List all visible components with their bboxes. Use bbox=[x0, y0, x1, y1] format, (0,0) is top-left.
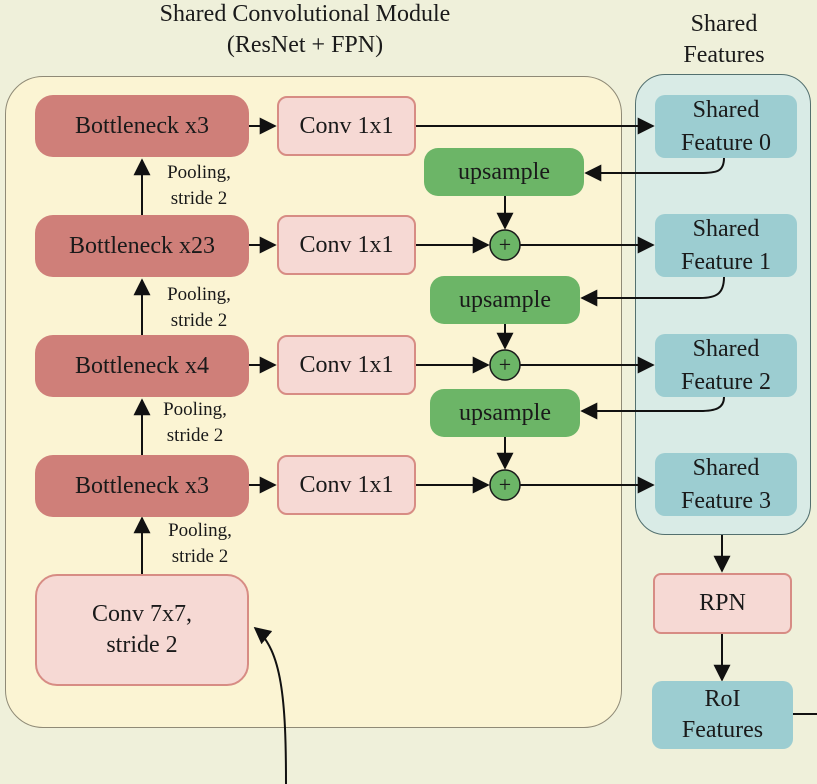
roi-features-line-1: RoI bbox=[704, 685, 741, 712]
bottleneck-3: Bottleneck x3 bbox=[35, 455, 249, 517]
shared-features-title: Shared Features bbox=[654, 9, 794, 71]
arrow-feature1-up1 bbox=[580, 276, 725, 307]
rpn: RPN bbox=[653, 573, 792, 634]
conv1x1-2: Conv 1x1 bbox=[277, 335, 416, 395]
shared-feature-0: Shared Feature 0 bbox=[655, 95, 797, 158]
pooling-label-4-line-2: stride 2 bbox=[171, 545, 229, 567]
conv1x1-1: Conv 1x1 bbox=[277, 215, 416, 275]
pooling-label-1: Pooling, stride 2 bbox=[152, 160, 246, 211]
adder-2: + bbox=[489, 349, 521, 381]
shared-feature-1: Shared Feature 1 bbox=[655, 214, 797, 277]
shared-feature-0-line-1: Shared bbox=[692, 97, 760, 124]
pooling-label-2: Pooling, stride 2 bbox=[152, 282, 246, 333]
module-title-line-2: (ResNet + FPN) bbox=[226, 32, 384, 59]
pooling-label-3-line-2: stride 2 bbox=[166, 424, 224, 446]
adder-1: + bbox=[489, 229, 521, 261]
conv1x1-0: Conv 1x1 bbox=[277, 96, 416, 156]
upsample-1: upsample bbox=[430, 276, 580, 324]
shared-feature-1-line-1: Shared bbox=[692, 216, 760, 243]
bottleneck-0: Bottleneck x3 bbox=[35, 95, 249, 157]
bottleneck-2: Bottleneck x4 bbox=[35, 335, 249, 397]
conv7x7-stride2: Conv 7x7, stride 2 bbox=[35, 574, 249, 686]
conv7x7-line-1: Conv 7x7, bbox=[91, 600, 192, 627]
shared-features-title-line-2: Features bbox=[683, 42, 765, 69]
arrow-feature0-up0 bbox=[584, 157, 725, 182]
arrow-feature2-up2 bbox=[580, 396, 725, 420]
module-title: Shared Convolutional Module (ResNet + FP… bbox=[105, 0, 505, 61]
conv7x7-line-2: stride 2 bbox=[106, 632, 178, 658]
shared-feature-2: Shared Feature 2 bbox=[655, 334, 797, 397]
pooling-label-1-line-1: Pooling, bbox=[167, 162, 231, 183]
bottleneck-1: Bottleneck x23 bbox=[35, 215, 249, 277]
pooling-label-3: Pooling, stride 2 bbox=[148, 397, 242, 448]
adder-2-symbol: + bbox=[499, 352, 511, 377]
upsample-2: upsample bbox=[430, 389, 580, 437]
shared-feature-3-line-1: Shared bbox=[692, 455, 760, 482]
shared-feature-2-line-2: Feature 2 bbox=[681, 368, 771, 395]
adder-3: + bbox=[489, 469, 521, 501]
shared-feature-2-line-1: Shared bbox=[692, 336, 760, 363]
shared-feature-0-line-2: Feature 0 bbox=[681, 129, 771, 156]
pooling-label-2-line-1: Pooling, bbox=[167, 284, 231, 305]
adder-3-symbol: + bbox=[499, 472, 511, 497]
pooling-label-4: Pooling, stride 2 bbox=[153, 518, 247, 569]
adder-1-symbol: + bbox=[499, 232, 511, 257]
pooling-label-3-line-1: Pooling, bbox=[163, 399, 227, 420]
conv1x1-3: Conv 1x1 bbox=[277, 455, 416, 515]
shared-feature-3-line-2: Feature 3 bbox=[681, 487, 771, 514]
roi-features-line-2: Features bbox=[681, 717, 764, 743]
shared-features-title-line-1: Shared bbox=[690, 11, 758, 37]
pooling-label-1-line-2: stride 2 bbox=[170, 187, 228, 209]
pooling-label-4-line-1: Pooling, bbox=[168, 520, 232, 541]
module-title-line-1: Shared Convolutional Module bbox=[159, 1, 451, 27]
shared-feature-3: Shared Feature 3 bbox=[655, 453, 797, 516]
roi-features: RoI Features bbox=[652, 681, 793, 749]
input-arrow bbox=[253, 626, 287, 784]
upsample-0: upsample bbox=[424, 148, 584, 196]
shared-feature-1-line-2: Feature 1 bbox=[681, 248, 771, 275]
pooling-label-2-line-2: stride 2 bbox=[170, 309, 228, 331]
